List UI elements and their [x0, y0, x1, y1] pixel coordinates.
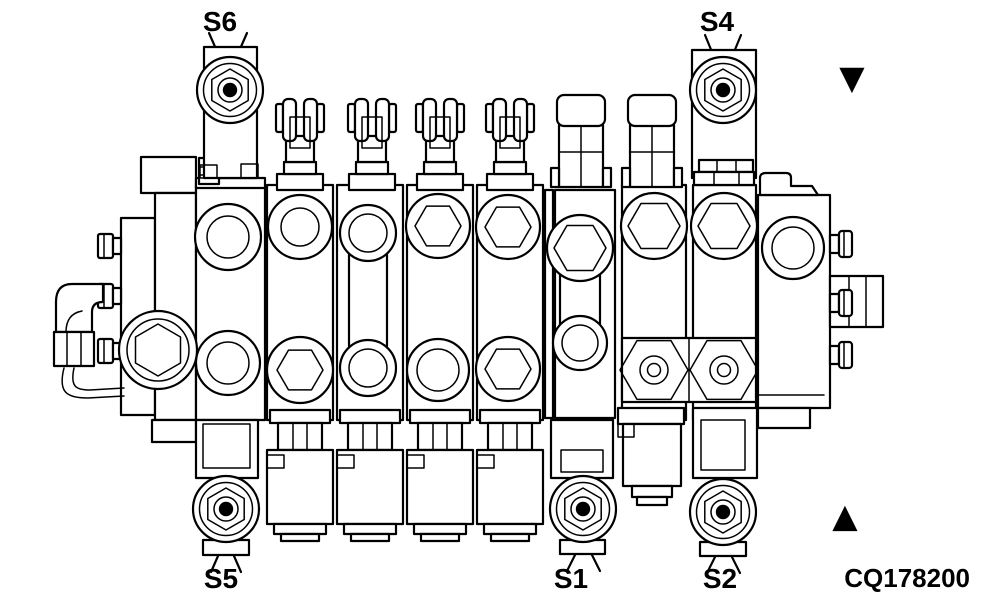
label-s5: S5	[204, 563, 238, 594]
clevis-2	[346, 97, 398, 192]
figure-code: CQ178200	[844, 563, 970, 593]
inlet-top-step	[139, 155, 198, 195]
left-bolt-1	[96, 232, 123, 260]
terminal-prong	[209, 554, 220, 574]
right-end-port	[760, 215, 826, 281]
inlet-port	[117, 309, 199, 391]
solenoid-face	[550, 476, 616, 542]
solenoid-face	[193, 476, 259, 542]
elbow-tube	[61, 367, 125, 399]
cartridge-hex-block	[619, 336, 759, 404]
terminal-prong	[590, 553, 602, 573]
label-s1: S1	[554, 563, 588, 594]
down-triangle-icon: ▼	[839, 58, 865, 97]
lower-coil-blocks	[265, 406, 686, 543]
mid-lower-block	[616, 406, 686, 507]
elbow-hex-nut	[52, 330, 96, 368]
solenoid-face	[690, 479, 756, 545]
clevis-3	[414, 97, 466, 192]
square-plug-1	[549, 93, 613, 189]
solenoid-s5	[193, 418, 260, 574]
terminal-prong	[705, 555, 717, 575]
terminal-prong	[565, 553, 577, 573]
solenoid-s6	[197, 31, 263, 180]
solenoid-s1	[550, 418, 616, 573]
right-end-block	[756, 171, 832, 430]
elbow-fitting	[52, 282, 125, 399]
label-s2: S2	[703, 563, 737, 594]
solenoid-body	[691, 406, 759, 480]
terminal-prong	[232, 554, 243, 574]
solenoid-s4	[690, 33, 758, 187]
inlet-bottom-step	[150, 418, 198, 444]
bottom-port-row	[194, 314, 759, 405]
square-plug-2	[620, 93, 684, 189]
right-stud-3	[828, 340, 854, 370]
label-s6: S6	[203, 6, 237, 37]
coil-block-2	[335, 408, 405, 543]
right-side-fittings	[828, 229, 885, 370]
clevis-1	[274, 97, 326, 192]
solenoid-body	[194, 418, 260, 480]
coil-block-3	[405, 408, 475, 543]
left-bolt-3	[96, 337, 123, 365]
coil-block-4	[475, 408, 545, 543]
annotations: S6 S4 S5 S1 S2 ▼ ▲ CQ178200	[203, 6, 970, 594]
solenoid-face	[690, 57, 756, 123]
solenoid-s2	[690, 406, 759, 575]
solenoid-face	[197, 57, 263, 123]
top-port-row	[193, 191, 826, 348]
label-s4: S4	[700, 6, 735, 37]
section-spacer	[543, 188, 555, 420]
right-stud-1	[828, 229, 854, 259]
clevis-connectors	[274, 93, 684, 192]
right-stud-2	[828, 288, 854, 318]
coil-block-1	[265, 408, 335, 543]
up-triangle-icon: ▲	[832, 496, 858, 535]
terminal-prong	[730, 555, 742, 575]
clevis-4	[484, 97, 536, 192]
